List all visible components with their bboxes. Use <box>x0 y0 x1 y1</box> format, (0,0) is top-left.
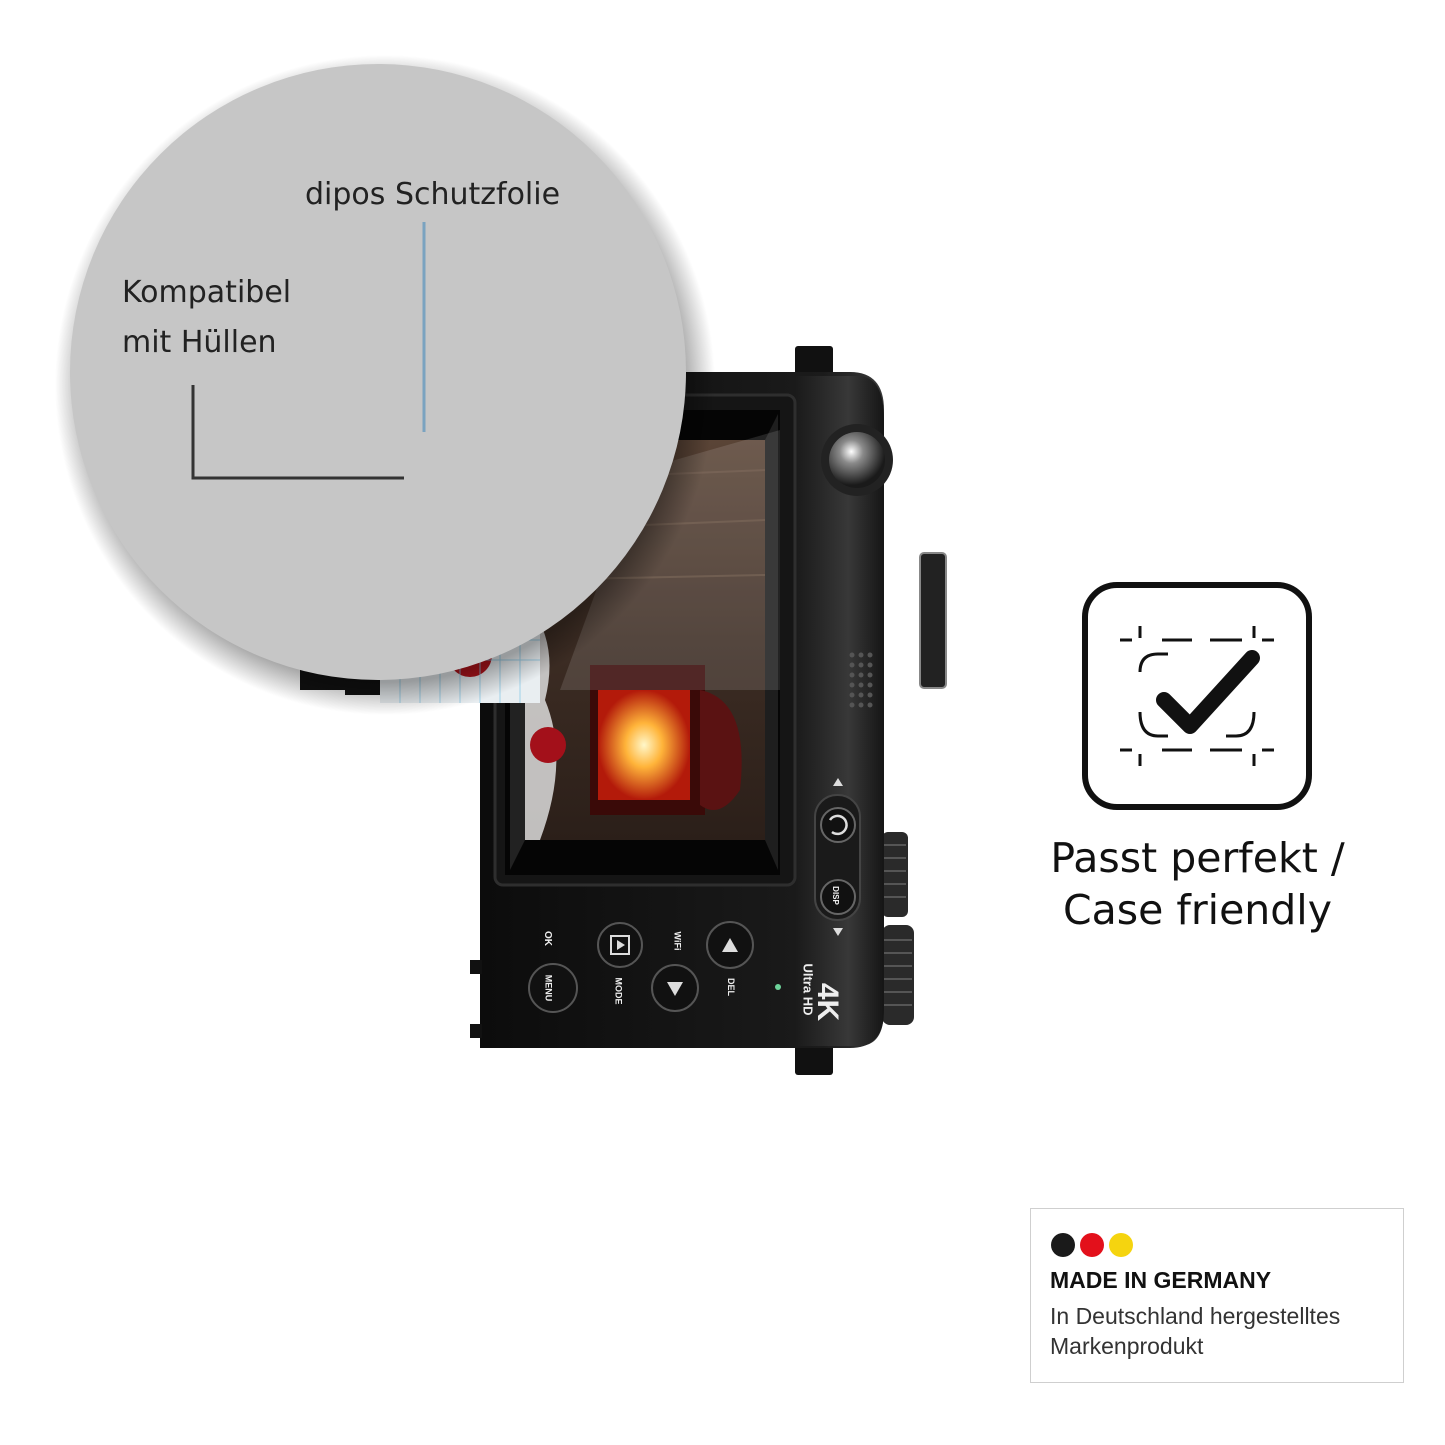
flag-dot-red <box>1080 1233 1104 1257</box>
disp-label: DISP <box>830 886 840 905</box>
film-label: dipos Schutzfolie <box>305 177 561 212</box>
menu-label: MENU <box>543 974 554 1002</box>
made-in-germany-badge: MADE IN GERMANY In Deutschland hergestel… <box>1030 1208 1404 1383</box>
mode-label: MODE <box>613 977 624 1005</box>
ok-label: OK <box>542 931 553 946</box>
wifi-label: WiFi <box>672 931 683 951</box>
compat-label-line1: Kompatibel <box>122 275 292 310</box>
del-label: DEL <box>726 978 736 996</box>
flag-dot-gold <box>1109 1233 1133 1257</box>
badge-subtitle-line1: In Deutschland hergestelltes <box>1050 1303 1341 1329</box>
badge-subtitle: In Deutschland hergestelltes Markenprodu… <box>1050 1301 1340 1361</box>
case-friendly-line1: Passt perfekt / <box>1050 834 1345 882</box>
badge-subtitle-line2: Markenprodukt <box>1050 1333 1204 1359</box>
case-friendly-label: Passt perfekt / Case friendly <box>1000 832 1395 936</box>
badge-uhd: Ultra HD <box>800 963 816 1016</box>
compat-label-line2: mit Hüllen <box>122 325 277 360</box>
flag-dot-black <box>1051 1233 1075 1257</box>
badge-title: MADE IN GERMANY <box>1050 1267 1272 1293</box>
case-friendly-line2: Case friendly <box>1063 886 1332 934</box>
case-check-icon <box>1082 582 1312 810</box>
